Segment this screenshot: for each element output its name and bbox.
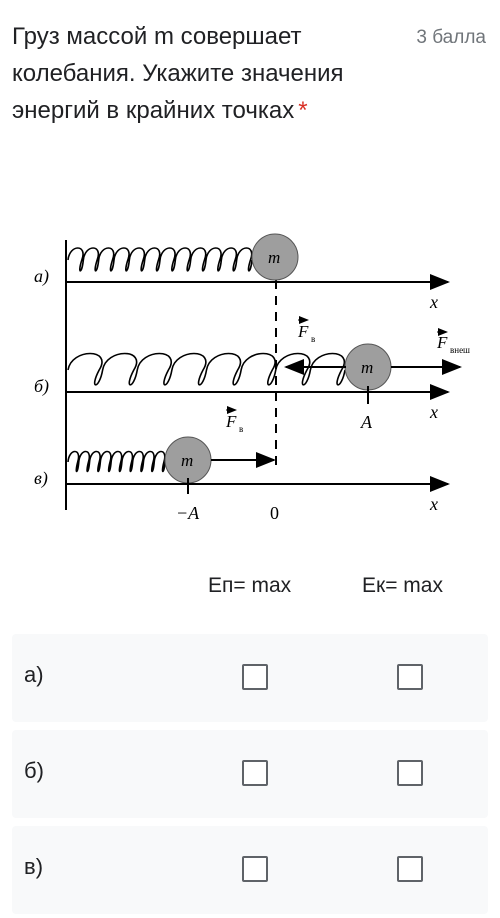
checkbox-a-potential[interactable]	[242, 664, 268, 690]
spring-c	[67, 450, 166, 473]
checkbox-a-kinetic[interactable]	[397, 664, 423, 690]
force-spring-label-c: F	[225, 412, 237, 431]
checkbox-b-kinetic[interactable]	[397, 760, 423, 786]
tick-label-A: A	[360, 412, 373, 432]
grid-row-a: а)	[12, 634, 488, 722]
question-header: Груз массой m совершает колебания. Укажи…	[12, 18, 492, 130]
column-header-potential: Еп= max	[208, 574, 292, 597]
axis-label-b: x	[429, 402, 438, 422]
grid-row-b: б)	[12, 730, 488, 818]
mass-label-a: m	[268, 248, 280, 267]
tick-label-zero: 0	[270, 503, 279, 523]
question-title: Груз массой m совершает колебания. Укажи…	[12, 23, 344, 125]
force-spring-label-b: F	[297, 322, 309, 341]
required-mark: *	[298, 97, 308, 125]
force-spring-sub-c: в	[239, 424, 243, 434]
axis-label-a: x	[429, 292, 438, 312]
row-label-c: в)	[34, 468, 48, 489]
row-label-a: а)	[34, 266, 49, 287]
row-label: а)	[24, 662, 44, 687]
column-header-kinetic: Ек= max	[362, 574, 443, 597]
points-label: 3 балла	[416, 27, 486, 48]
force-ext-sub: внеш	[450, 345, 470, 355]
force-spring-sub-b: в	[311, 334, 315, 344]
tick-label-minus-A: −A	[176, 503, 200, 523]
spring-oscillation-figure: а) m x б) m F в F внеш A x в) m F в −A	[0, 222, 500, 532]
checkbox-b-potential[interactable]	[242, 760, 268, 786]
force-ext-label: F	[436, 333, 448, 352]
mass-label-c: m	[181, 451, 193, 470]
grid-row-c: в)	[12, 826, 488, 914]
checkbox-c-potential[interactable]	[242, 856, 268, 882]
spring-diagram: а) m x б) m F в F внеш A x в) m F в −A	[34, 233, 470, 523]
mass-label-b: m	[361, 358, 373, 377]
spring-b	[67, 352, 346, 386]
axis-label-c: x	[429, 494, 438, 514]
row-label-b: б)	[34, 376, 49, 397]
checkbox-c-kinetic[interactable]	[397, 856, 423, 882]
spring-a	[67, 247, 253, 272]
mass-a	[251, 233, 299, 281]
row-label: в)	[24, 854, 44, 879]
row-label: б)	[24, 758, 44, 783]
